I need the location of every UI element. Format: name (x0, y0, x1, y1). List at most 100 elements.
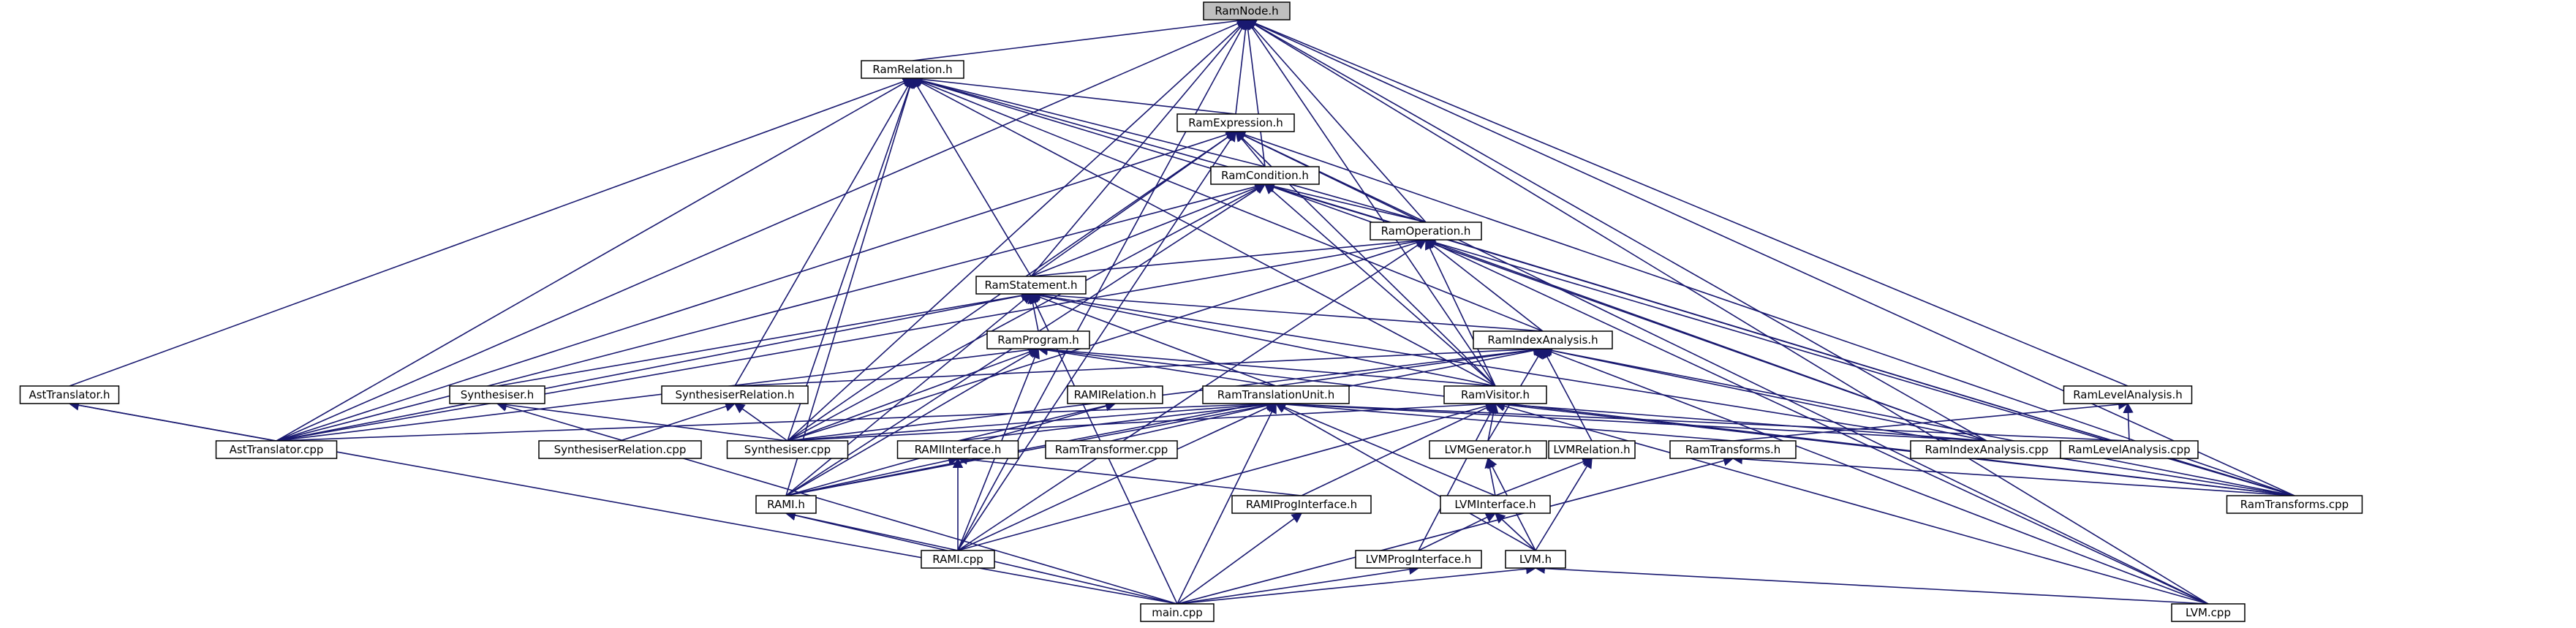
node-box (1548, 440, 1636, 459)
node-ram-statement-h[interactable]: RamStatement.h (975, 276, 1087, 295)
node-ram-translation-unit-h[interactable]: RamTranslationUnit.h (1202, 385, 1350, 404)
node-synthesiser-cpp[interactable]: Synthesiser.cpp (726, 440, 849, 459)
edge-lvm-h-to-lvminterface-h (1494, 512, 1536, 551)
node-ast-translator-cpp[interactable]: AstTranslator.cpp (215, 440, 338, 459)
node-box (1429, 440, 1547, 459)
edge-synthesiser-cpp-to-ram-program-h (787, 347, 1040, 442)
node-label: Synthesiser.cpp (744, 443, 831, 456)
node-label: RAMIProgInterface.h (1246, 498, 1357, 511)
edge-lvm-cpp-to-ram-index-analysis-h (1541, 347, 2209, 605)
edge-synthesiser-cpp-to-ram-node-h (787, 19, 1248, 442)
node-rami-cpp[interactable]: RAMI.cpp (921, 550, 995, 569)
node-rami-h[interactable]: RAMI.h (755, 495, 817, 514)
node-ramirelation-h[interactable]: RAMIRelation.h (1067, 385, 1163, 404)
edge-rami-cpp-to-ram-node-h (957, 18, 1247, 551)
edge-synthesiser-cpp-to-ram-condition-h (787, 184, 1266, 442)
node-box (1203, 1, 1291, 20)
node-ram-index-analysis-cpp[interactable]: RamIndexAnalysis.cpp (1910, 440, 2063, 459)
edge-synthesiser-relation-h-to-ram-index-analysis-h (734, 344, 1544, 387)
node-lvm-cpp[interactable]: LVM.cpp (2171, 603, 2245, 622)
node-box (861, 60, 964, 79)
node-box (215, 440, 338, 459)
edge-ram-transformer-cpp-to-ram-translation-unit-h (1111, 400, 1277, 442)
edge-ramiinterface-h-to-ram-translation-unit-h (957, 399, 1277, 442)
node-label: RAMIInterface.h (915, 443, 1002, 456)
node-box (1202, 385, 1350, 404)
edge-main-cpp-to-ram-transforms-h (1176, 455, 1734, 605)
node-ram-level-analysis-cpp[interactable]: RamLevelAnalysis.cpp (2060, 440, 2199, 459)
edge-synthesiser-cpp-to-ram-translation-unit-h (787, 398, 1277, 442)
node-ram-transforms-cpp[interactable]: RamTransforms.cpp (2226, 495, 2363, 514)
node-label: LVMProgInterface.h (1366, 553, 1472, 566)
node-label: RamTransforms.h (1685, 443, 1781, 456)
node-lvmgenerator-h[interactable]: LVMGenerator.h (1429, 440, 1547, 459)
node-ram-condition-h[interactable]: RamCondition.h (1210, 166, 1320, 185)
node-ram-expression-h[interactable]: RamExpression.h (1176, 113, 1295, 132)
node-box (449, 385, 545, 404)
edge-main-cpp-to-ramiprog-interface-h (1176, 512, 1303, 605)
node-synthesiser-h[interactable]: Synthesiser.h (449, 385, 545, 404)
node-ast-translator-h[interactable]: AstTranslator.h (19, 385, 120, 404)
node-box (19, 385, 120, 404)
edge-ram-transforms-cpp-to-ram-visitor-h (1494, 399, 2295, 496)
node-ram-level-analysis-h[interactable]: RamLevelAnalysis.h (2063, 385, 2193, 404)
node-lvmrelation-h[interactable]: LVMRelation.h (1548, 440, 1636, 459)
node-box (975, 276, 1087, 295)
node-ram-node-h[interactable]: RamNode.h (1203, 1, 1291, 20)
node-label: RamTranslationUnit.h (1217, 388, 1334, 401)
edge-ram-expression-h-to-ram-relation-h (911, 74, 1236, 115)
edge-ast-translator-cpp-to-ram-condition-h (276, 181, 1266, 442)
edge-ram-statement-h-to-ram-condition-h (1030, 183, 1266, 277)
node-box (1176, 113, 1295, 132)
node-label: RAMIRelation.h (1074, 388, 1157, 401)
edge-lvm-cpp-to-ram-operation-h (1424, 238, 2209, 605)
edge-lvminterface-h-to-ram-translation-unit-h (1274, 402, 1496, 496)
node-box (1210, 166, 1320, 185)
edge-ramiprog-interface-h-to-ram-visitor-h (1301, 403, 1497, 496)
node-ram-transforms-h[interactable]: RamTransforms.h (1669, 440, 1797, 459)
node-ram-relation-h[interactable]: RamRelation.h (861, 60, 964, 79)
node-box (921, 550, 995, 569)
node-box (1231, 495, 1372, 514)
node-lvm-h[interactable]: LVM.h (1505, 550, 1566, 569)
node-ramiinterface-h[interactable]: RAMIInterface.h (896, 440, 1019, 459)
edge-main-cpp-to-lvmprog-interface-h (1176, 564, 1420, 605)
node-ram-operation-h[interactable]: RamOperation.h (1370, 222, 1482, 241)
node-box (661, 385, 809, 404)
node-ram-transformer-cpp[interactable]: RamTransformer.cpp (1045, 440, 1178, 459)
edge-ram-expression-h-to-ram-node-h (1235, 18, 1251, 115)
edge-ram-visitor-h-to-ram-node-h (1246, 18, 1496, 387)
node-ram-index-analysis-h[interactable]: RamIndexAnalysis.h (1473, 330, 1613, 349)
edge-lvminterface-h-to-lvmgenerator-h (1484, 457, 1496, 496)
edge-ast-translator-cpp-to-ram-node-h (276, 18, 1248, 442)
edge-ram-statement-h-to-ram-operation-h (1030, 235, 1427, 277)
edge-ram-operation-h-to-ram-condition-h (1264, 181, 1427, 223)
edge-ram-index-analysis-cpp-to-ram-node-h (1245, 19, 1987, 442)
edge-rami-h-to-ram-program-h (785, 348, 1040, 496)
edge-ram-transforms-cpp-to-ram-index-analysis-h (1541, 345, 2295, 496)
node-main-cpp[interactable]: main.cpp (1140, 603, 1215, 622)
edge-ram-statement-h-to-ram-node-h (1030, 18, 1247, 277)
edge-ram-translation-unit-h-to-ram-program-h (1037, 344, 1277, 387)
node-ram-program-h[interactable]: RamProgram.h (986, 330, 1090, 349)
edge-ram-relation-h-to-ram-node-h (912, 15, 1248, 61)
node-lvminterface-h[interactable]: LVMInterface.h (1440, 495, 1551, 514)
edge-rami-h-to-ram-relation-h (785, 77, 915, 496)
node-synthesiser-relation-cpp[interactable]: SynthesiserRelation.cpp (538, 440, 702, 459)
edge-ram-index-analysis-cpp-to-ram-visitor-h (1494, 398, 1987, 442)
node-label: SynthesiserRelation.h (675, 388, 794, 401)
node-box (1910, 440, 2063, 459)
edge-synthesiser-relation-cpp-to-synthesiser-relation-h (619, 401, 736, 442)
edge-lvmprog-interface-h-to-ram-visitor-h (1418, 402, 1496, 551)
node-lvmprog-interface-h[interactable]: LVMProgInterface.h (1355, 550, 1482, 569)
node-label: RAMI.h (767, 498, 805, 511)
node-ramiprog-interface-h[interactable]: RAMIProgInterface.h (1231, 495, 1372, 514)
edge-ast-translator-cpp-to-ram-translation-unit-h (276, 398, 1277, 442)
node-box (1140, 603, 1215, 622)
edge-ram-translation-unit-h-to-ram-statement-h (1030, 292, 1277, 387)
node-ram-visitor-h[interactable]: RamVisitor.h (1443, 385, 1547, 404)
node-synthesiser-relation-h[interactable]: SynthesiserRelation.h (661, 385, 809, 404)
edge-synthesiser-cpp-to-ram-relation-h (787, 77, 915, 442)
edge-ram-visitor-h-to-ram-relation-h (911, 77, 1496, 387)
